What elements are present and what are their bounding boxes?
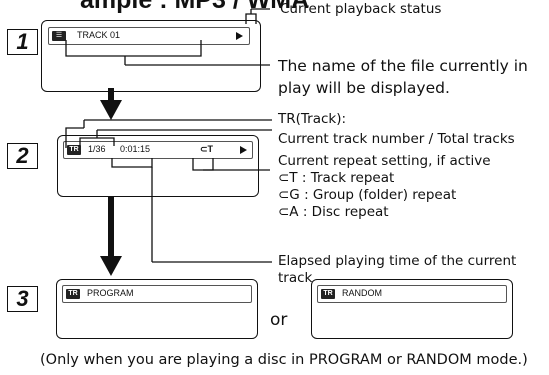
step-1-label: 1: [7, 29, 38, 55]
step-2-label: 2: [7, 143, 38, 169]
annotation-filename-line2: play will be displayed.: [278, 79, 450, 97]
filename-bracket: [65, 40, 202, 57]
track-label: TRACK 01: [77, 30, 121, 40]
display-screen-2: TR 1/36 0:01:15 ⊂T: [57, 135, 259, 197]
play-icon: [240, 146, 247, 154]
step-3-label: 3: [7, 286, 38, 312]
track-icon: TR: [321, 289, 335, 299]
annotation-repeat-t: ⊂T : Track repeat: [278, 170, 395, 186]
random-label: RANDOM: [342, 288, 382, 298]
annotation-repeat-g: ⊂G : Group (folder) repeat: [278, 187, 457, 203]
footnote: (Only when you are playing a disc in PRO…: [40, 352, 528, 368]
annotation-repeat-a: ⊂A : Disc repeat: [278, 204, 389, 220]
program-label: PROGRAM: [87, 288, 134, 298]
display-strip-program: TR PROGRAM: [62, 285, 252, 303]
track-icon: TR: [66, 289, 80, 299]
play-icon: [236, 32, 243, 40]
repeat-indicator: ⊂T: [200, 144, 214, 154]
status-bracket: [245, 13, 257, 24]
page-title: ample : MP3 / WMA: [80, 0, 310, 14]
display-strip-2: TR 1/36 0:01:15 ⊂T: [63, 141, 253, 159]
annotation-filename-line1: The name of the file currently in: [278, 57, 528, 75]
annotation-track-number: Current track number / Total tracks: [278, 131, 515, 147]
flow-arrow-2: [100, 196, 122, 276]
track-icon: TR: [67, 145, 81, 155]
annotation-elapsed-line2: track: [278, 270, 313, 286]
display-strip-1: ☰ TRACK 01: [48, 27, 250, 45]
elapsed-time: 0:01:15: [120, 144, 151, 154]
annotation-playback-status: Current playback status: [280, 1, 442, 17]
display-screen-program: TR PROGRAM: [56, 279, 258, 339]
annotation-repeat-setting: Current repeat setting, if active: [278, 153, 491, 169]
file-icon: ☰: [52, 31, 66, 41]
track-count: 1/36: [88, 144, 106, 154]
annotation-tr-track: TR(Track):: [278, 111, 347, 127]
display-strip-random: TR RANDOM: [317, 285, 507, 303]
display-screen-random: TR RANDOM: [311, 279, 513, 339]
or-text: or: [270, 310, 288, 330]
annotation-elapsed-line1: Elapsed playing time of the current: [278, 253, 517, 269]
flow-arrow-1: [100, 88, 122, 120]
